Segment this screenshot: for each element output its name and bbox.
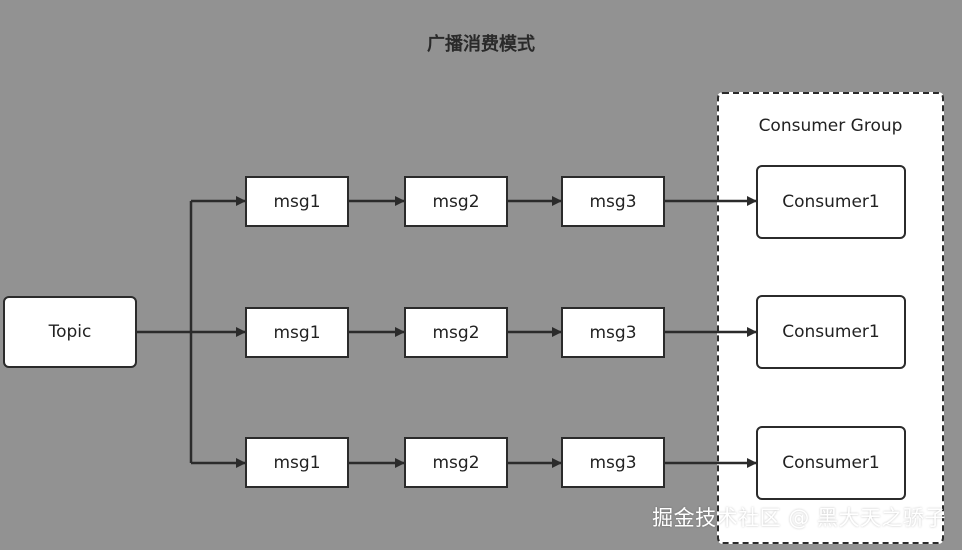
message-node-row3-msg3: msg3 <box>561 437 665 488</box>
topic-node: Topic <box>3 296 137 368</box>
message-node-row3-msg2: msg2 <box>404 437 508 488</box>
message-node-row2-msg3: msg3 <box>561 307 665 358</box>
diagram-title: 广播消费模式 <box>427 34 535 55</box>
consumer-node-row1: Consumer1 <box>756 165 906 239</box>
consumer-group-label: Consumer Group <box>758 116 903 136</box>
message-node-row1-msg1: msg1 <box>245 176 349 227</box>
message-node-row2-msg1: msg1 <box>245 307 349 358</box>
message-node-row1-msg3: msg3 <box>561 176 665 227</box>
consumer-node-row3: Consumer1 <box>756 426 906 500</box>
watermark-text: 掘金技术社区 @ 黑大天之骄子 <box>652 506 946 530</box>
consumer-node-row2: Consumer1 <box>756 295 906 369</box>
message-node-row3-msg1: msg1 <box>245 437 349 488</box>
message-node-row1-msg2: msg2 <box>404 176 508 227</box>
message-node-row2-msg2: msg2 <box>404 307 508 358</box>
